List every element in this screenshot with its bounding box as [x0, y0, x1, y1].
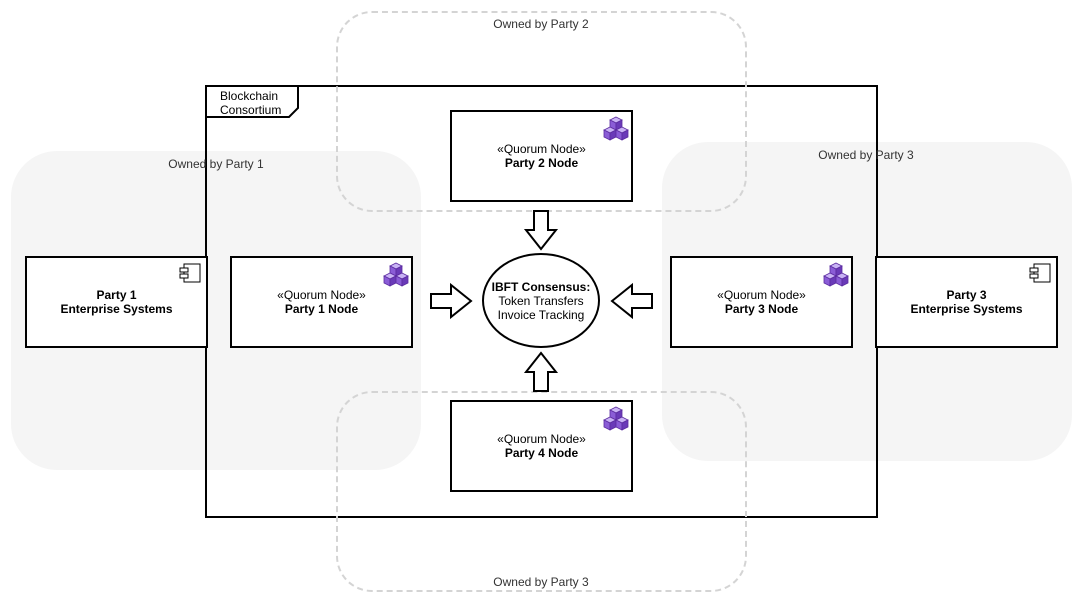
- party2-node-stereotype: «Quorum Node»: [497, 142, 586, 156]
- party1-quorum-node[interactable]: «Quorum Node» Party 1 Node: [230, 256, 413, 348]
- party3-region-label: Owned by Party 3: [818, 148, 914, 162]
- party4-node-stereotype: «Quorum Node»: [497, 432, 586, 446]
- party4-node-name: Party 4 Node: [504, 446, 579, 460]
- consensus-line1: Token Transfers: [498, 293, 584, 308]
- party1-node-name: Party 1 Node: [284, 302, 359, 316]
- component-icon: [1029, 263, 1051, 283]
- party3-enterprise-systems[interactable]: Party 3 Enterprise Systems: [875, 256, 1058, 348]
- cubes-icon: [382, 261, 410, 287]
- party1-node-stereotype: «Quorum Node»: [277, 288, 366, 302]
- party1-systems-line1: Party 1: [96, 288, 137, 302]
- party1-enterprise-systems[interactable]: Party 1 Enterprise Systems: [25, 256, 208, 348]
- consortium-frame-tab: [206, 86, 299, 118]
- party3-node-stereotype: «Quorum Node»: [717, 288, 806, 302]
- cubes-icon: [822, 261, 850, 287]
- party3-systems-line2: Enterprise Systems: [910, 302, 1023, 316]
- arrow-right-icon: [430, 282, 473, 320]
- consortium-title: Blockchain Consortium: [205, 85, 299, 118]
- party3-quorum-node[interactable]: «Quorum Node» Party 3 Node: [670, 256, 853, 348]
- component-icon: [179, 263, 201, 283]
- party2-quorum-node[interactable]: «Quorum Node» Party 2 Node: [450, 110, 633, 202]
- party3-systems-line1: Party 3: [946, 288, 987, 302]
- party1-systems-line2: Enterprise Systems: [60, 302, 173, 316]
- party1-region-label: Owned by Party 1: [168, 157, 264, 171]
- cubes-icon: [602, 405, 630, 431]
- consortium-title-line1: Blockchain: [220, 89, 279, 103]
- party3-node-name: Party 3 Node: [724, 302, 799, 316]
- arrow-left-icon: [610, 282, 653, 320]
- arrow-down-icon: [523, 210, 559, 251]
- cubes-icon: [602, 115, 630, 141]
- party4-quorum-node[interactable]: «Quorum Node» Party 4 Node: [450, 400, 633, 492]
- party2-node-name: Party 2 Node: [504, 156, 579, 170]
- party2-region-label: Owned by Party 2: [493, 17, 589, 31]
- arrow-up-icon: [523, 351, 559, 392]
- ibft-consensus-ellipse[interactable]: IBFT Consensus: Token Transfers Invoice …: [482, 253, 600, 348]
- party3-bottom-region-label: Owned by Party 3: [493, 575, 589, 589]
- consensus-line2: Invoice Tracking: [497, 307, 585, 322]
- consensus-title: IBFT Consensus:: [491, 279, 591, 294]
- consortium-title-line2: Consortium: [220, 103, 282, 117]
